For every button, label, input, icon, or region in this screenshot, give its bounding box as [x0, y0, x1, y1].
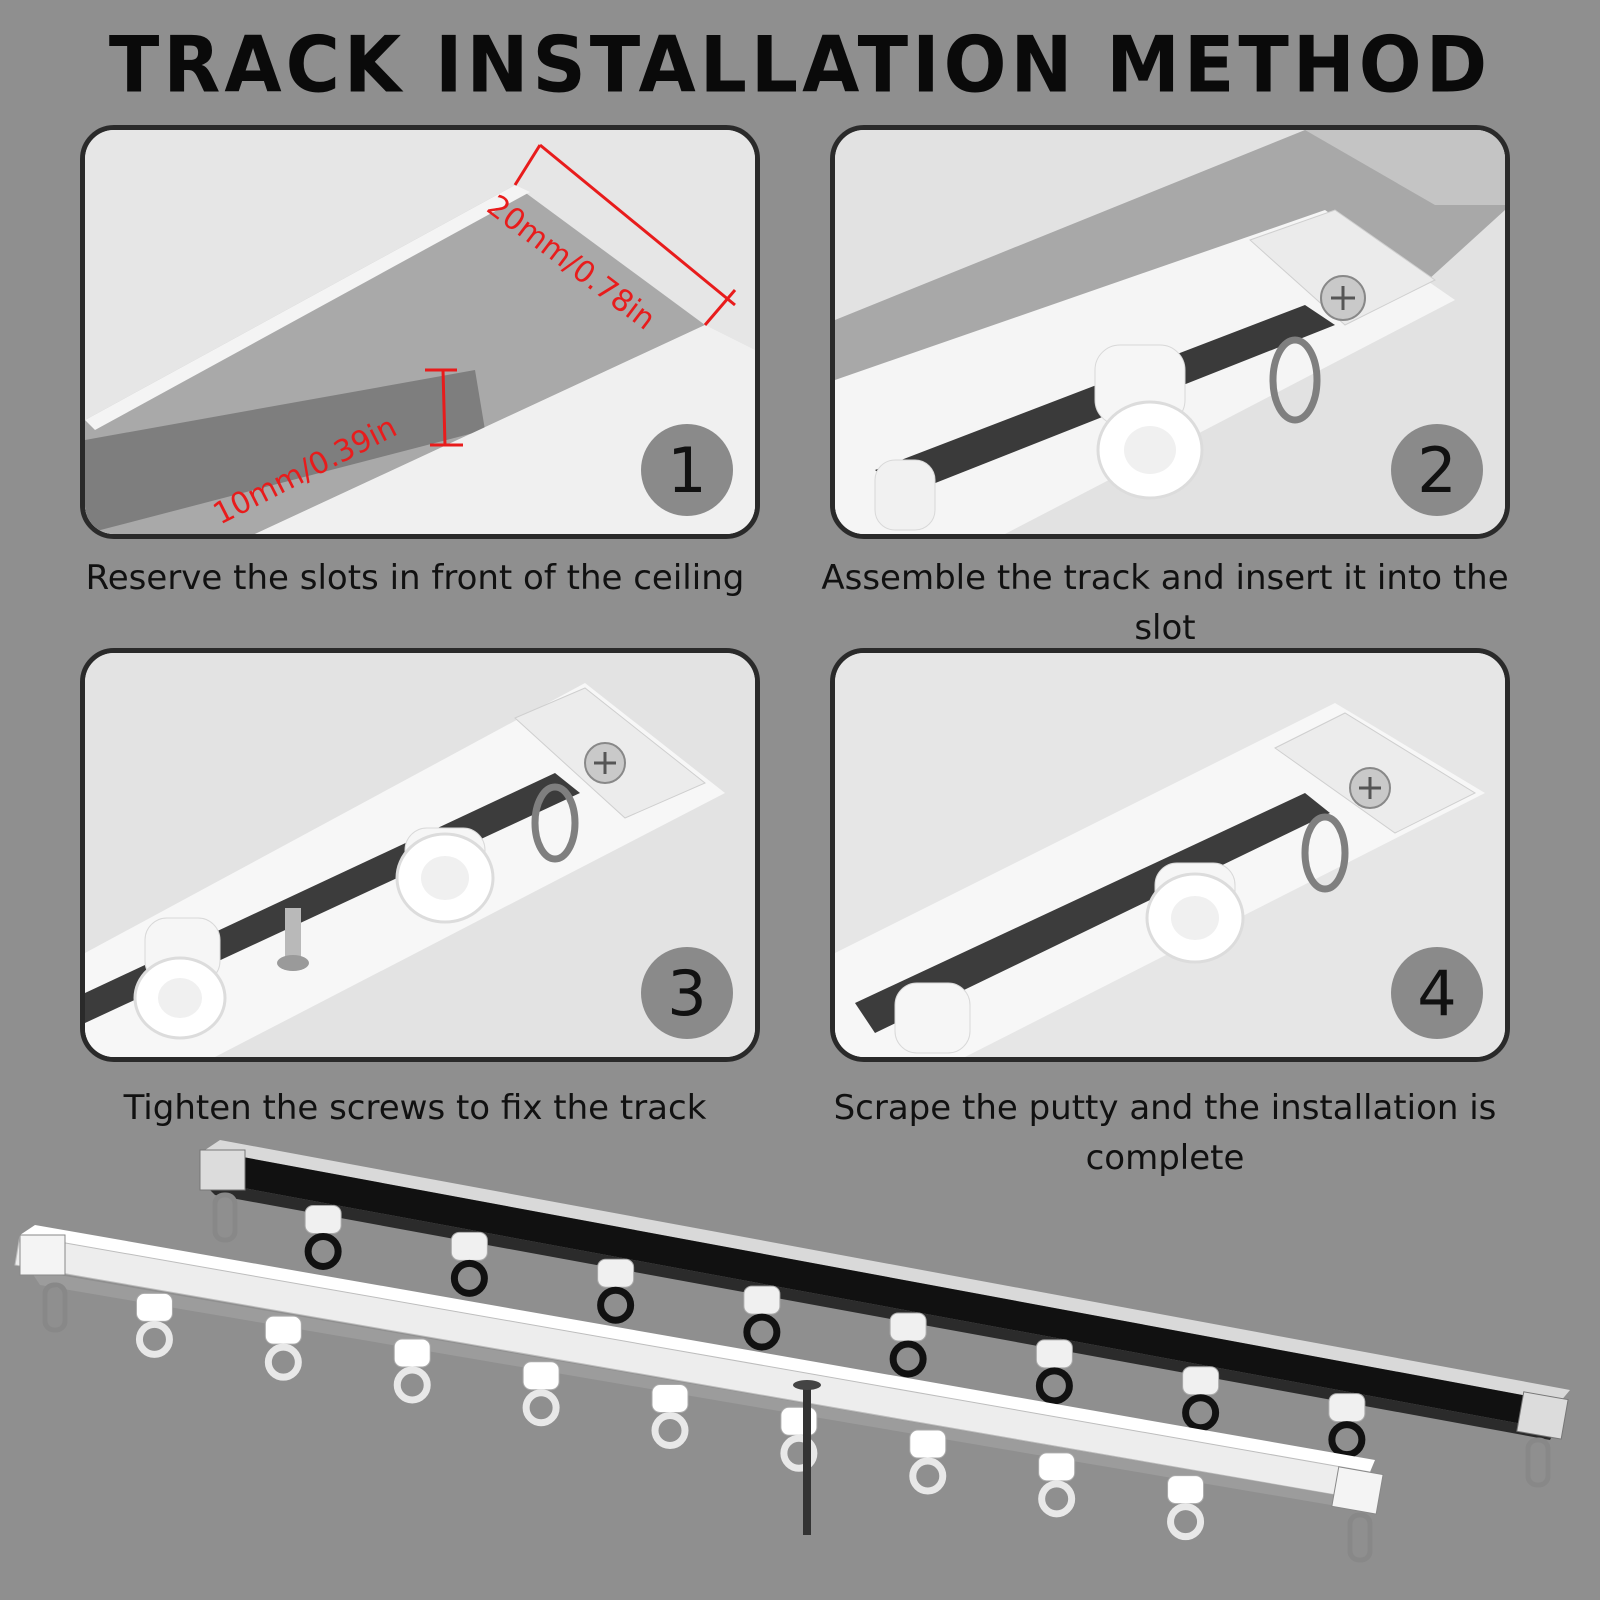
runner: [450, 1231, 488, 1297]
runner: [597, 1258, 635, 1324]
step-number-badge: 4: [1391, 947, 1483, 1039]
page-title: TRACK INSTALLATION METHOD: [108, 19, 1492, 111]
step-3-panel: 3: [80, 648, 760, 1062]
black-track-runners: [304, 1204, 1366, 1459]
black-track: [199, 1140, 1570, 1488]
runner: [780, 1406, 818, 1472]
runner: [1038, 1452, 1076, 1518]
step-1-caption: Reserve the slots in front of the ceilin…: [85, 558, 745, 598]
step-4-panel: 4: [830, 648, 1510, 1062]
step-number-badge: 3: [641, 947, 733, 1039]
step-3-caption: Tighten the screws to fix the track: [123, 1088, 707, 1128]
runner: [135, 1292, 173, 1358]
product-tracks-illustration: [14, 1140, 1570, 1563]
step-2-caption: Assemble the track and insert it into th…: [821, 558, 1509, 648]
runner: [264, 1315, 302, 1381]
runner: [743, 1285, 781, 1351]
mounting-screw: [793, 1380, 821, 1535]
runner: [1182, 1366, 1220, 1432]
runner: [909, 1429, 947, 1495]
runner: [1167, 1475, 1205, 1541]
step-1-panel: 20mm/0.78in 10mm/0.39in 1: [80, 125, 760, 539]
installation-complete-illustration: [835, 653, 1505, 1057]
tighten-screw-illustration: [85, 653, 755, 1057]
white-track-runners: [135, 1292, 1205, 1541]
step-number-badge: 2: [1391, 424, 1483, 516]
runner: [1328, 1393, 1366, 1459]
runner: [304, 1204, 342, 1270]
step-2-panel: 2: [830, 125, 1510, 539]
runner: [393, 1338, 431, 1404]
runner: [1035, 1339, 1073, 1405]
ceiling-slot-illustration: 20mm/0.78in 10mm/0.39in: [85, 130, 755, 534]
runner: [889, 1312, 927, 1378]
runner: [651, 1384, 689, 1449]
runner: [522, 1361, 560, 1427]
step-4-caption: Scrape the putty and the installation is…: [833, 1088, 1497, 1178]
track-insert-illustration: [835, 130, 1505, 534]
white-track: [14, 1225, 1384, 1563]
step-number-badge: 1: [641, 424, 733, 516]
